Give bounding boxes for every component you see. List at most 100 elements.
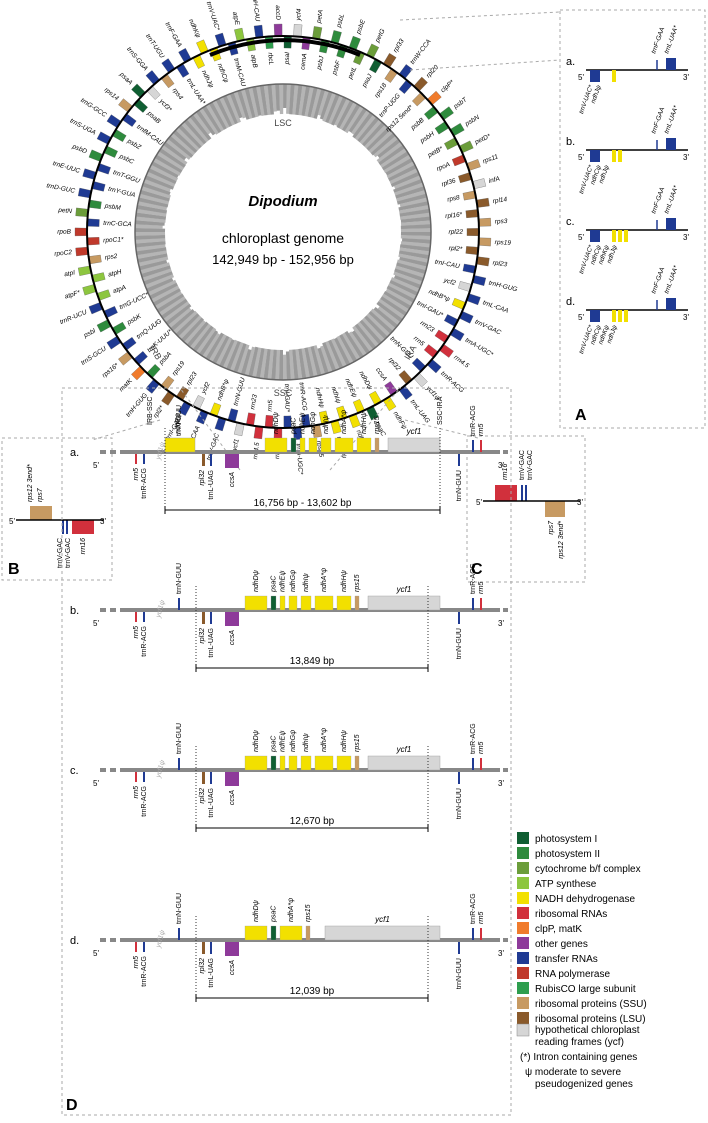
gc-bar [149, 281, 180, 300]
panel-c-trnv1: trnV-GAC [519, 450, 526, 480]
panel-b-rps7 [30, 506, 52, 520]
rpl32-box [202, 772, 205, 784]
gene-block [253, 24, 264, 39]
trnl-box [210, 772, 212, 784]
legend-label: ribosomal proteins (LSU) [535, 1014, 646, 1025]
ndhI-box [320, 437, 332, 453]
gene-label: psaB [145, 109, 162, 125]
trnv-box [590, 150, 600, 162]
panel-a-row-id: c. [566, 216, 575, 228]
panel-c-trna1 [521, 485, 523, 501]
gc-bar [196, 109, 216, 136]
trnr-right-label: trnR-ACG [470, 893, 477, 924]
panel-d-row-id: b. [70, 605, 79, 617]
gc-bar [219, 339, 235, 368]
gc-bar [137, 200, 168, 211]
gc-bar [251, 342, 263, 378]
gc-bar [137, 252, 170, 263]
gc-bar [377, 290, 410, 313]
legend-label: ribosomal proteins (SSU) [535, 999, 647, 1010]
gene-label: trnL-UAG [409, 399, 431, 425]
legend-pseudo-1: ψ moderate to severe [525, 1067, 622, 1078]
span-label: 13,849 bp [290, 656, 335, 667]
gene-label: rps18 [373, 82, 388, 100]
panel-d-label: D [66, 1097, 78, 1114]
rrn5-right-box [480, 928, 482, 940]
gc-bar [353, 116, 380, 148]
trnr-right-box [472, 598, 474, 610]
gc-bar [385, 164, 417, 183]
gc-bar [382, 154, 412, 174]
gene-label: cemA [300, 53, 309, 70]
panel-b-rps12: rps12 3end* [27, 464, 34, 502]
gc-bar [320, 345, 333, 373]
rrn5-right-label: rrn5 [478, 911, 485, 924]
gene-label: trnD-GUC [46, 182, 76, 194]
gene-label: trnA-UGC* [295, 443, 304, 475]
gc-bar [279, 84, 284, 116]
ndhI-box [300, 755, 312, 771]
gc-bar [393, 271, 423, 286]
gc-bar [394, 228, 431, 233]
gene-label: psbI [82, 327, 97, 339]
three-prime: 3' [498, 461, 504, 470]
gc-bar [351, 110, 371, 135]
gene-label: trnS-GGA [125, 46, 149, 72]
panel-c-rps12: rps12 3end* [558, 521, 565, 559]
gc-bar [325, 95, 344, 130]
gc-bar [154, 154, 188, 176]
gene-label: rrn4.5 [452, 354, 470, 370]
gene-block [478, 217, 492, 227]
gc-bar [222, 95, 240, 129]
gc-bar [339, 328, 361, 361]
panel-a-border [559, 9, 706, 429]
gene-label: trnF-GAA [163, 21, 182, 48]
gc-bar [136, 208, 170, 218]
gc-bar [334, 98, 351, 127]
ndhE-box [279, 595, 286, 611]
gc-bar [240, 88, 255, 125]
gc-bar [192, 112, 211, 135]
gene-label: petL [346, 65, 358, 81]
gc-bar [356, 119, 383, 148]
ndhG-box [308, 437, 318, 453]
gene-label: rpoA [436, 161, 451, 173]
gc-bar [377, 138, 401, 159]
rps15-box [374, 437, 380, 453]
gene-label: trnM-CAU [232, 57, 246, 87]
ndhA-box [314, 755, 334, 771]
gc-bar [396, 249, 430, 260]
span-label: 16,756 bp - 13,602 bp [254, 498, 352, 509]
ndhG-label: ndhGψ [290, 570, 297, 592]
rrn5-label: rrn5 [133, 626, 140, 639]
rpl32-label: rpl32 [199, 958, 206, 974]
gc-bar [139, 259, 168, 271]
gene-label: rrn23 [249, 394, 259, 411]
gc-bar [390, 277, 420, 293]
gene-label: rpl36 [441, 177, 457, 188]
trnr-right-box [472, 758, 474, 770]
gc-bar [151, 284, 182, 303]
circular-genome-map: trnH-CAUrbcLaccDpsaIycf4cemApetApsbJpsbL… [46, 0, 518, 475]
trnl-box [666, 138, 676, 150]
panel-b-trna2 [66, 520, 68, 534]
gc-bar [350, 112, 374, 141]
gc-bar [323, 335, 340, 371]
gc-bar [156, 293, 185, 313]
gc-bar [160, 294, 194, 319]
ndh-box [612, 150, 616, 162]
gc-bar [175, 310, 202, 337]
gc-bar [215, 334, 234, 366]
gc-bar [317, 347, 329, 374]
gc-bar [135, 231, 172, 236]
panel-c: 5' 3' rrn16 trnV-GAC trnV-GAC rps7 rps12… [466, 435, 586, 583]
gene-label: rpl2* [152, 404, 166, 419]
panel-b-trna1 [62, 520, 64, 534]
trnr-box [143, 454, 145, 464]
gc-bar [255, 344, 266, 379]
legend-swatch [517, 937, 529, 949]
gene-block [465, 209, 479, 218]
trnv-box [590, 230, 600, 242]
rpl32-box [202, 612, 205, 624]
trnr-right-label: trnR-ACG [470, 723, 477, 754]
